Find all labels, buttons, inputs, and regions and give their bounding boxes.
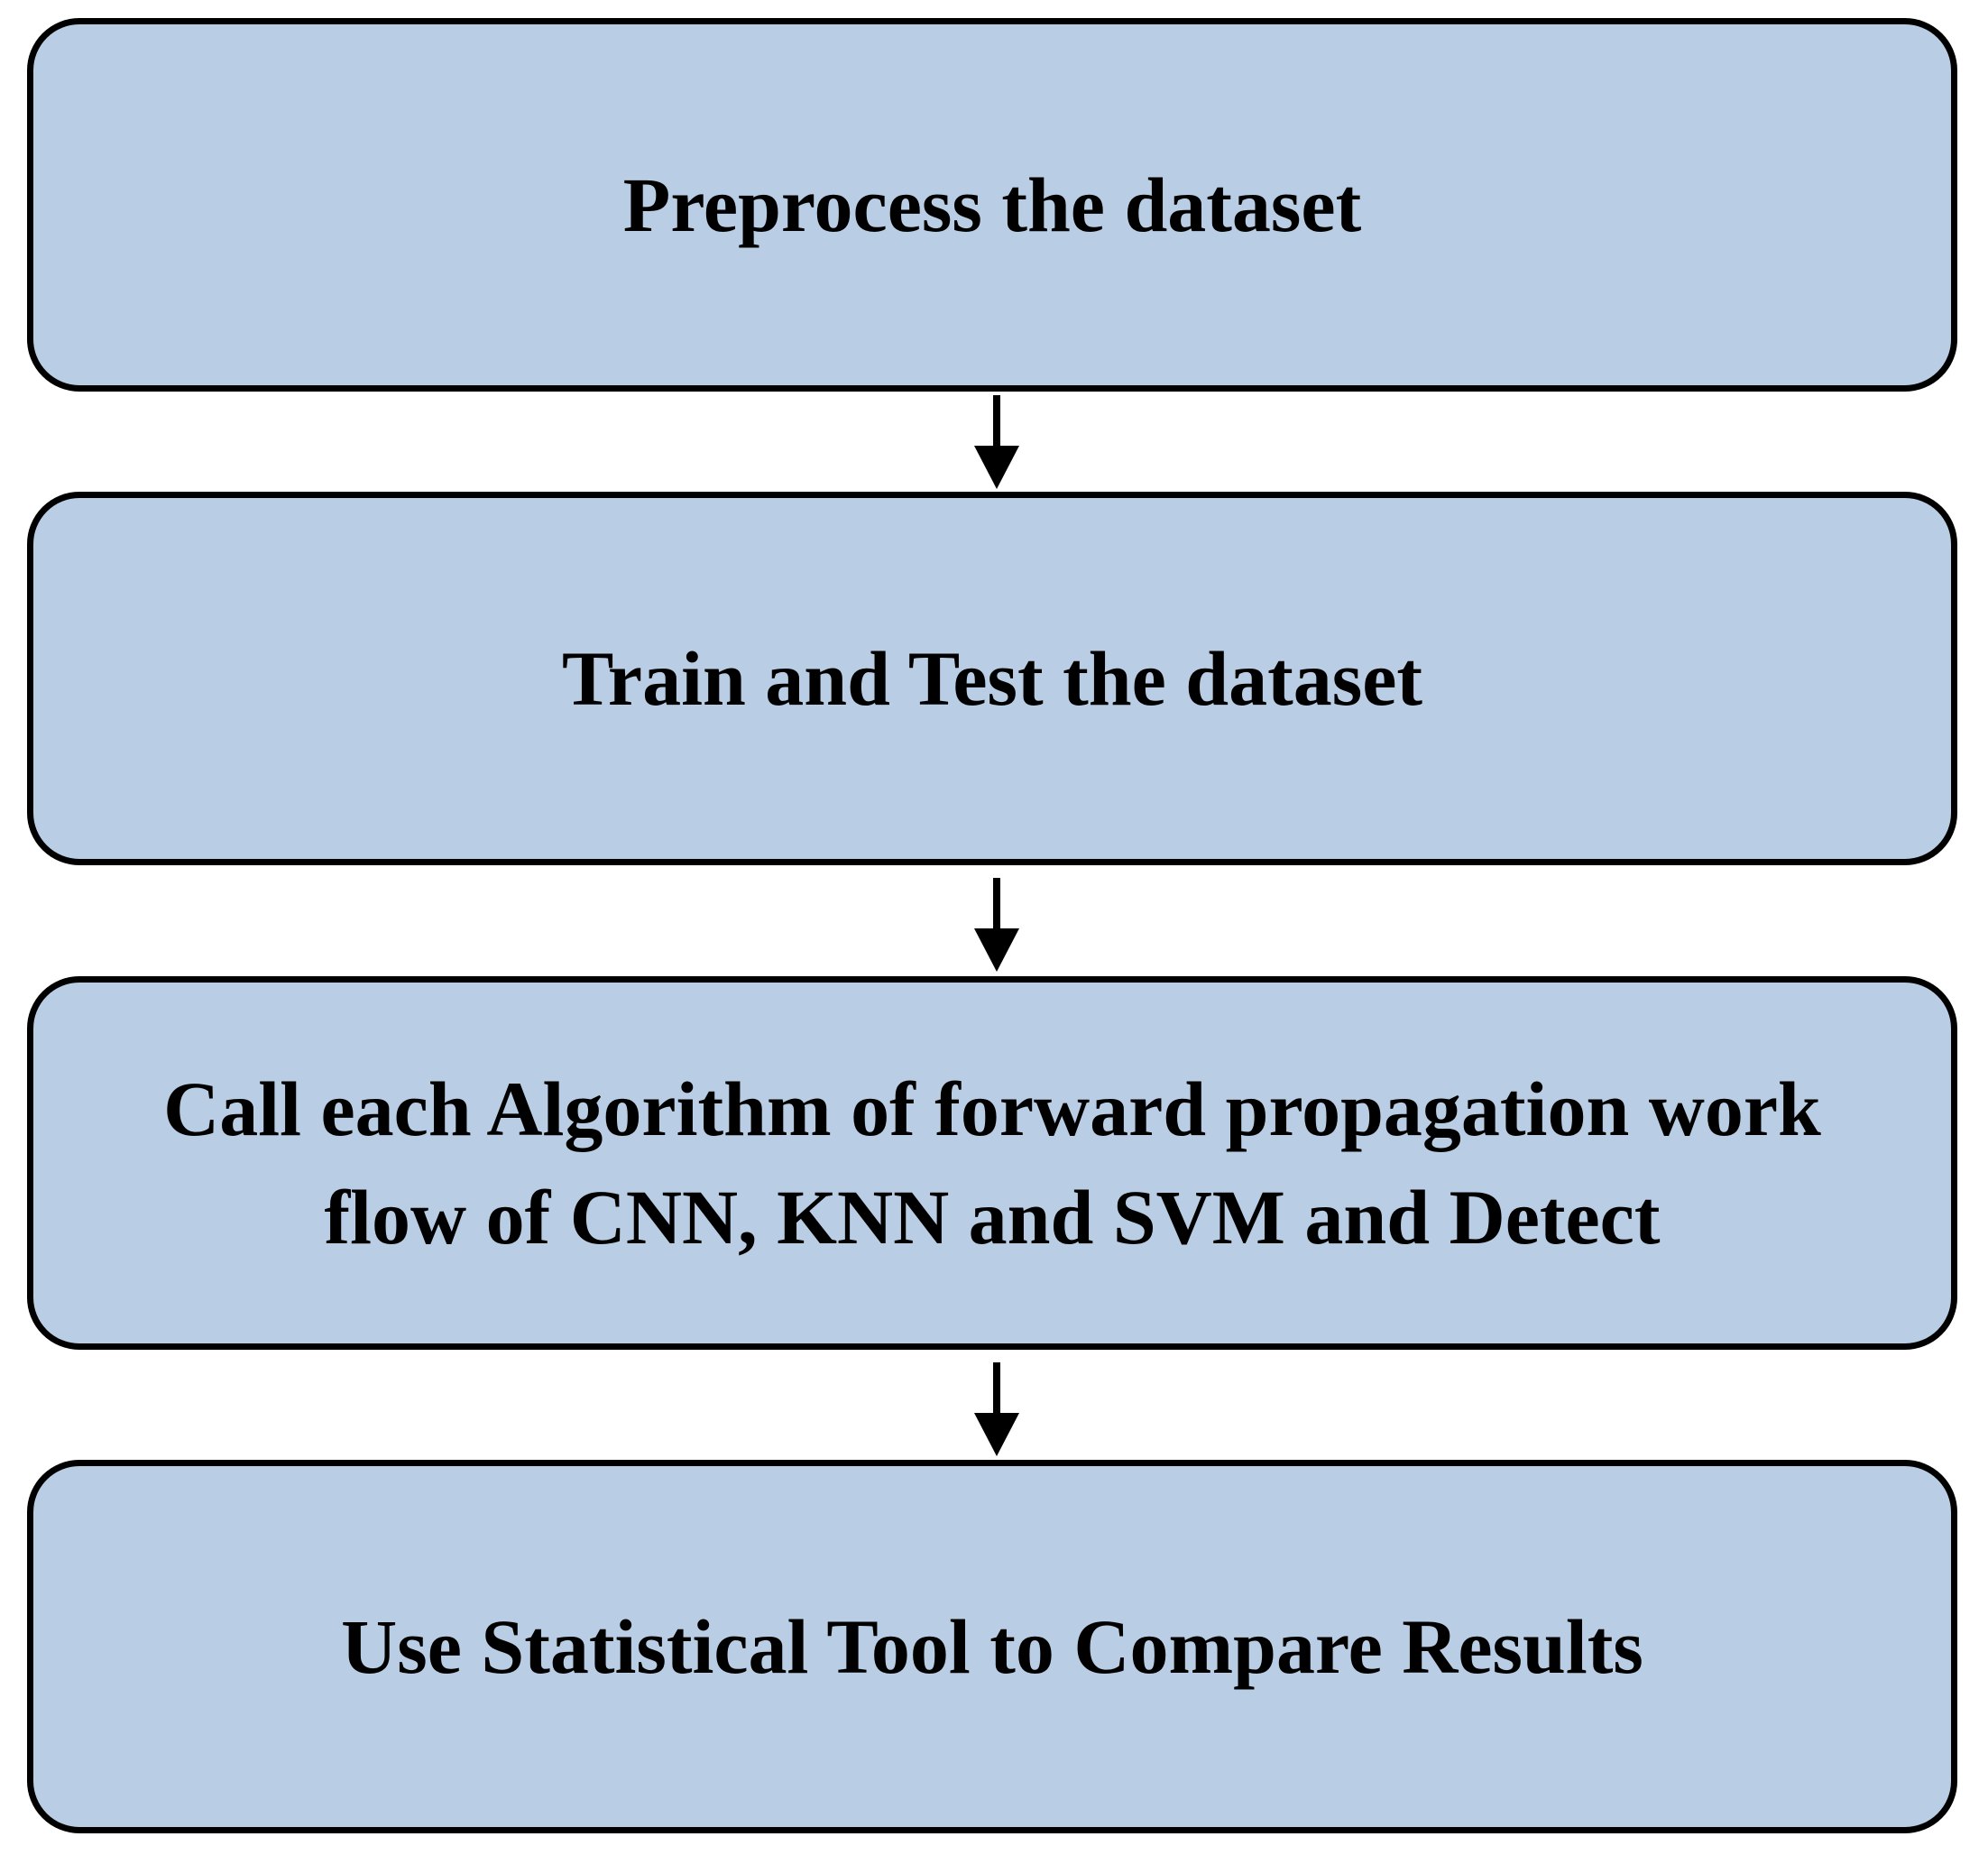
flowchart-step-call-algorithms: Call each Algorithm of forward propagati…	[27, 976, 1957, 1350]
flowchart-step-train-test: Train and Test the dataset	[27, 492, 1957, 865]
down-arrow	[974, 395, 1019, 490]
step-label: Preprocess the dataset	[622, 162, 1362, 248]
step-label: Train and Test the dataset	[561, 635, 1423, 722]
flowchart-step-compare-results: Use Statistical Tool to Compare Results	[27, 1460, 1957, 1833]
down-arrow	[974, 878, 1019, 973]
step-label: Call each Algorithm of forward propagati…	[163, 1066, 1821, 1260]
flowchart-step-preprocess: Preprocess the dataset	[27, 18, 1957, 392]
down-arrow	[974, 1362, 1019, 1457]
step-label: Use Statistical Tool to Compare Results	[341, 1603, 1643, 1690]
